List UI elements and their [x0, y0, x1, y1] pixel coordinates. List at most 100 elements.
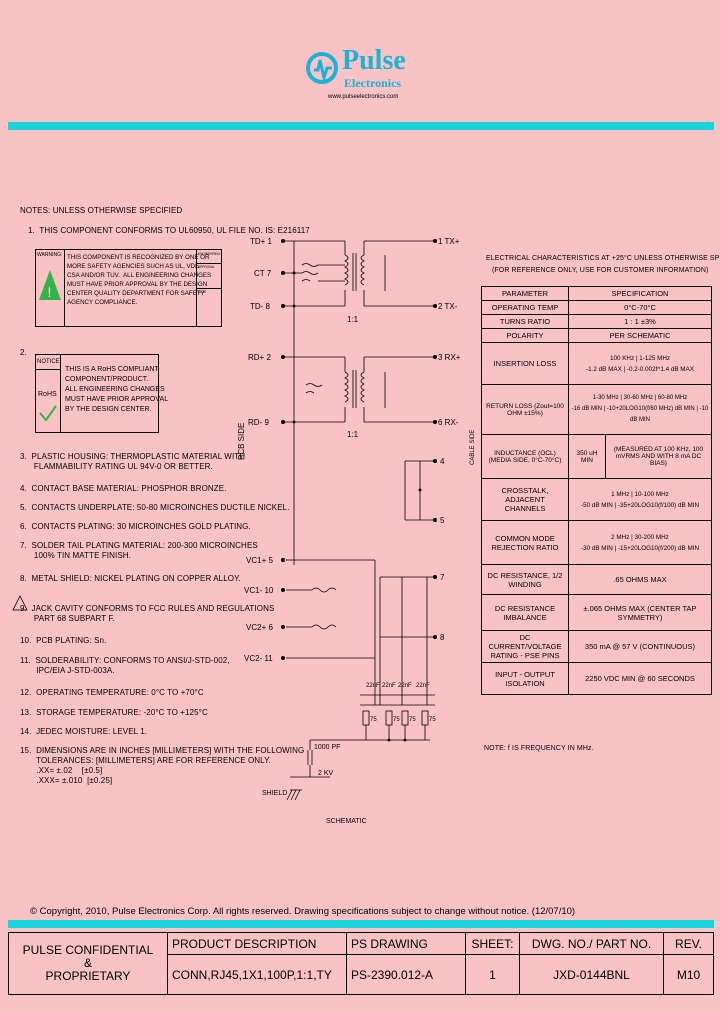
spec-header-specification: SPECIFICATION — [568, 286, 712, 301]
pin-label-5: 5 — [440, 516, 445, 525]
res-label-2: 75 — [393, 717, 400, 723]
top-accent-bar — [8, 122, 714, 130]
pin-label-rd-minus: RD- 9 — [248, 418, 269, 427]
cable-side-label: CABLE SIDE — [470, 430, 476, 465]
pin-label-8: 8 — [440, 633, 445, 642]
spec-value: (MEASURED AT 100 KHz, 100 mVRMS AND WITH… — [605, 434, 712, 479]
spec-value: 100 KHz | 1-125 MHz — [609, 354, 671, 362]
pin-label-7: 7 — [440, 573, 445, 582]
cap-label-1: 22nF — [366, 683, 380, 689]
spec-value: 0°C-70°C — [568, 300, 712, 315]
ratio-tx: 1:1 — [347, 315, 359, 324]
note-6: 6. CONTACTS PLATING: 30 MICROINCHES GOLD… — [20, 522, 251, 531]
note-2: 2. — [20, 348, 27, 357]
side-label-a: ENGINEERING — [198, 252, 221, 256]
checkmark-icon — [39, 405, 57, 421]
shield-label: SHIELD — [262, 790, 287, 797]
schematic-diagram: TD+ 1 CT 7 TD- 8 RD+ 2 RD- 9 VC1+ 5 VC1-… — [237, 237, 476, 825]
elec-note: NOTE: f IS FREQUENCY IN MHz. — [484, 745, 594, 752]
notes-title: NOTES: UNLESS OTHERWISE SPECIFIED — [20, 206, 183, 215]
note-4: 4. CONTACT BASE MATERIAL: PHOSPHOR BRONZ… — [20, 484, 227, 493]
spec-param: DC CURRENT/VOLTAGE RATING - PSE PINS — [481, 630, 569, 663]
spec-value: 350 uH MIN — [568, 434, 606, 479]
spec-param: INPUT - OUTPUT ISOLATION — [481, 662, 569, 695]
spec-param: DC RESISTANCE IMBALANCE — [481, 594, 569, 631]
side-label-c: DATE — [198, 290, 207, 294]
note-10: 10. PCB PLATING: Sn. — [20, 636, 107, 645]
warning-triangle-icon: ! — [39, 270, 61, 300]
footer-accent-bar — [8, 920, 714, 928]
rohs-label: RoHS — [38, 391, 57, 398]
spec-value: -30 dB MIN | -15+20LOG10(f/200) dB MIN — [580, 544, 699, 552]
note-15: 15. DIMENSIONS ARE IN INCHES [MILLIMETER… — [20, 746, 305, 785]
spec-param: POLARITY — [481, 328, 569, 343]
spec-param: COMMON MODE REJECTION RATIO — [481, 520, 569, 565]
title-block: PULSE CONFIDENTIAL & PROPRIETARY PRODUCT… — [8, 932, 714, 995]
header-rev: REV. — [663, 932, 714, 955]
pin-label-tx-plus: 1 TX+ — [438, 237, 460, 246]
spec-param: CROSSTALK, ADJACENT CHANNELS — [481, 478, 569, 521]
pin-label-rd-plus: RD+ 2 — [248, 353, 271, 362]
electrical-spec-table: PARAMETER SPECIFICATION OPERATING TEMP 0… — [481, 286, 712, 695]
pin-label-rx-plus: 3 RX+ — [438, 353, 461, 362]
note-3: 3. PLASTIC HOUSING: THERMOPLASTIC MATERI… — [20, 452, 246, 471]
rohs-text: THIS IS A RoHS COMPLIANT COMPONENT/PRODU… — [65, 366, 169, 413]
warning-label: WARNING: — [37, 252, 63, 258]
header-sheet: SHEET: — [465, 932, 520, 955]
spec-value: .65 OHMS MAX — [568, 564, 712, 595]
pin-label-ct: CT 7 — [254, 269, 272, 278]
spec-value: -50 dB MIN | -35+20LOG10(f/100) dB MIN — [580, 501, 699, 509]
rohs-box: NOTICE RoHS THIS IS A RoHS COMPLIANT COM… — [35, 354, 168, 433]
res-label-3: 75 — [409, 717, 416, 723]
cap-label-2: 22nF — [382, 683, 396, 689]
cap-label-3: 22nF — [398, 683, 412, 689]
spec-value: 2250 VDC MIN @ 60 SECONDS — [568, 662, 712, 695]
spec-param: INSERTION LOSS — [481, 342, 569, 385]
header-ps-drawing: PS DRAWING — [346, 932, 466, 955]
spec-param: OPERATING TEMP — [481, 300, 569, 315]
header-product-description: PRODUCT DESCRIPTION — [167, 932, 347, 955]
hv-volt-label: 2 KV — [318, 770, 334, 777]
warning-box: WARNING: ! THIS COMPONENT IS RECOGNIZED … — [35, 249, 222, 327]
warning-text: THIS COMPONENT IS RECOGNIZED BY ONE OR M… — [67, 254, 212, 306]
svg-text:!: ! — [48, 284, 52, 300]
value-ps-drawing: PS-2390.012-A — [346, 954, 466, 995]
pin-label-rx-minus: 6 RX- — [438, 418, 459, 427]
note-9-triangle-icon — [12, 595, 28, 611]
pulse-logo-mark-icon — [306, 52, 338, 84]
ratio-rx: 1:1 — [347, 430, 359, 439]
elec-title-1: ELECTRICAL CHARACTERISTICS AT +25°C UNLE… — [486, 255, 720, 262]
res-label-1: 75 — [370, 717, 377, 723]
schematic-title: SCHEMATIC — [326, 818, 367, 825]
spec-param: DC RESISTANCE, 1/2 WINDING — [481, 564, 569, 595]
pin-label-td-minus: TD- 8 — [250, 302, 271, 311]
brand-url: www.pulseelectronics.com — [328, 94, 399, 100]
spec-param: INDUCTANCE (OCL) (MEDIA SIDE, 0°C-70°C) — [481, 434, 569, 479]
pin-label-vc1-minus: VC1- 10 — [244, 586, 274, 595]
spec-param: TURNS RATIO — [481, 314, 569, 329]
spec-value: PER SCHEMATIC — [568, 328, 712, 343]
note-11: 11. SOLDERABILITY: CONFORMS TO ANSI/J-ST… — [20, 656, 230, 675]
note-13: 13. STORAGE TEMPERATURE: -20°C TO +125°C — [20, 708, 208, 717]
spec-value: -16 dB MIN | -10+20LOG10(f/60 MHz) dB MI… — [571, 406, 709, 423]
note-5: 5. CONTACTS UNDERPLATE: 50-80 MICROINCHE… — [20, 503, 290, 512]
res-label-4: 75 — [429, 717, 436, 723]
brand-sub: Electronics — [344, 76, 402, 90]
pin-label-vc2-minus: VC2- 11 — [244, 654, 273, 663]
spec-header-parameter: PARAMETER — [481, 286, 569, 301]
note-1: 1. THIS COMPONENT CONFORMS TO UL60950, U… — [28, 226, 310, 235]
elec-title-2: (FOR REFERENCE ONLY, USE FOR CUSTOMER IN… — [492, 267, 709, 274]
copyright-text: © Copyright, 2010, Pulse Electronics Cor… — [30, 906, 576, 917]
spec-value: 350 mA @ 57 V (CONTINUOUS) — [568, 630, 712, 663]
confidential-amp: & — [83, 956, 92, 970]
note-12: 12. OPERATING TEMPERATURE: 0°C TO +70°C — [20, 688, 204, 697]
note-8: 8. METAL SHIELD: NICKEL PLATING ON COPPE… — [20, 574, 241, 583]
value-product-description: CONN,RJ45,1X1,100P,1:1,TY — [167, 954, 347, 995]
value-rev: M10 — [663, 954, 714, 995]
value-sheet: 1 — [465, 954, 520, 995]
spec-value: 1-30 MHz | 30-60 MHz | 60-80 MHz — [592, 395, 688, 401]
spec-value: 1 MHz | 10-100 MHz — [611, 490, 669, 498]
pin-label-4: 4 — [440, 457, 445, 466]
confidential-proprietary: PROPRIETARY — [45, 969, 131, 983]
side-label-b: APPROVAL — [198, 265, 215, 269]
